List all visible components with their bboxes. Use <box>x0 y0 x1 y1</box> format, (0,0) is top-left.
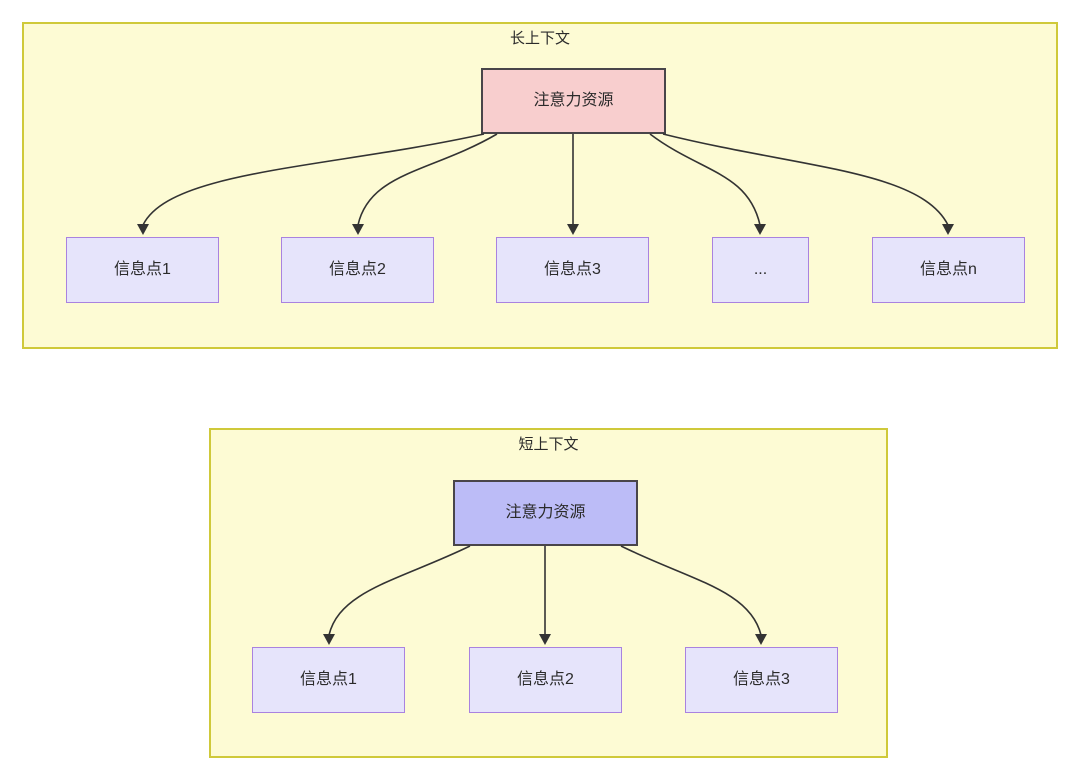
node-info-point-n-long[interactable]: 信息点n <box>872 237 1025 303</box>
node-info-point-2-short[interactable]: 信息点2 <box>469 647 622 713</box>
node-info-point-2-long[interactable]: 信息点2 <box>281 237 434 303</box>
node-info-point-1-short[interactable]: 信息点1 <box>252 647 405 713</box>
node-attention-resource-long[interactable]: 注意力资源 <box>481 68 666 134</box>
node-attention-resource-short[interactable]: 注意力资源 <box>453 480 638 546</box>
node-info-point-ellipsis-long[interactable]: ... <box>712 237 809 303</box>
group-title-long-context: 长上下文 <box>509 30 570 47</box>
node-info-point-3-long[interactable]: 信息点3 <box>496 237 649 303</box>
node-info-point-1-long[interactable]: 信息点1 <box>66 237 219 303</box>
node-info-point-3-short[interactable]: 信息点3 <box>685 647 838 713</box>
group-title-short-context: 短上下文 <box>518 436 579 453</box>
